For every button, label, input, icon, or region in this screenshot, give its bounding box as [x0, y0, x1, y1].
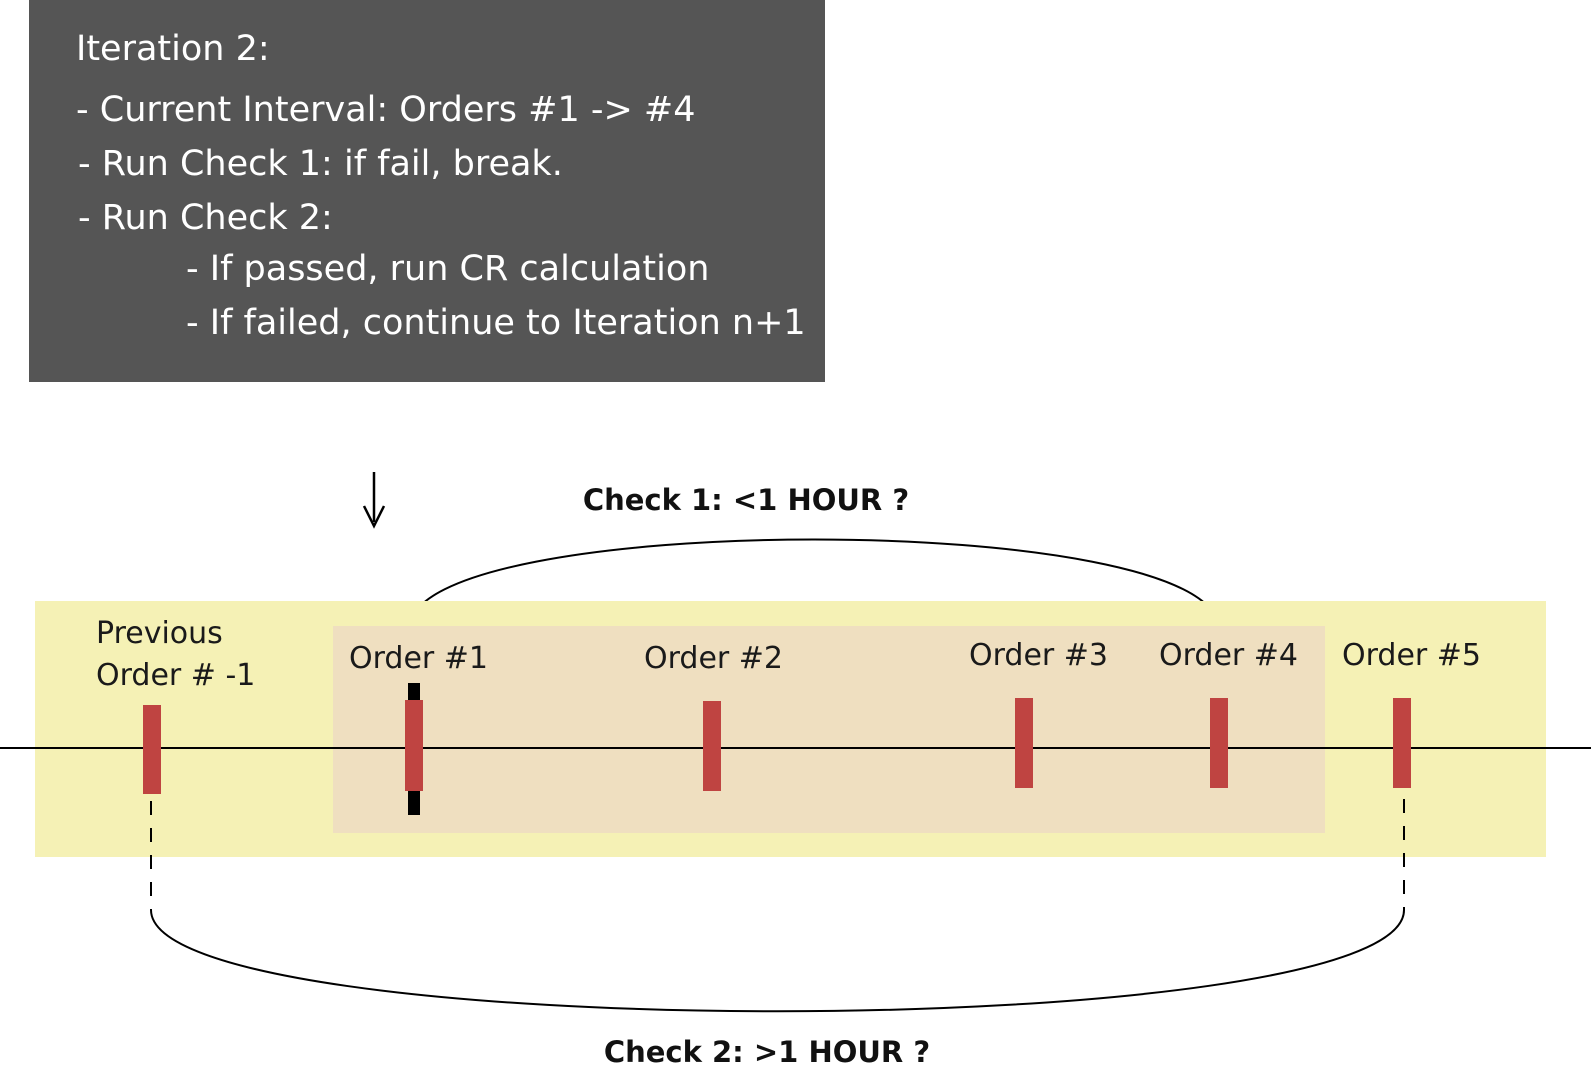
- order-1-label: Order #1: [349, 641, 488, 676]
- order-2-marker: [703, 701, 721, 791]
- check1-label: Check 1: <1 HOUR ?: [583, 483, 909, 517]
- info-panel-background: [29, 0, 825, 382]
- order-4-marker: [1210, 698, 1228, 788]
- check1-arc: [409, 538, 1219, 629]
- info-panel-line-failed: - If failed, continue to Iteration n+1: [186, 303, 806, 343]
- order-1-marker: [405, 700, 423, 791]
- info-panel-line-check2: - Run Check 2:: [78, 198, 333, 238]
- down-arrow-icon: [362, 472, 386, 529]
- order-2-label: Order #2: [644, 641, 783, 676]
- check2-arc: [150, 909, 1405, 1013]
- info-panel-line-passed: - If passed, run CR calculation: [186, 249, 709, 289]
- previous-order-marker: [143, 705, 161, 794]
- info-panel-line-check1: - Run Check 1: if fail, break.: [78, 144, 563, 184]
- previous-order-label-line1: Previous: [96, 616, 223, 651]
- order-5-label: Order #5: [1342, 638, 1481, 673]
- order-5-marker: [1393, 698, 1411, 788]
- check2-label: Check 2: >1 HOUR ?: [604, 1035, 930, 1068]
- info-panel-title: Iteration 2:: [76, 29, 270, 69]
- current-interval-band: [333, 626, 1325, 833]
- order-3-label: Order #3: [969, 638, 1108, 673]
- info-panel-line-interval: - Current Interval: Orders #1 -> #4: [76, 90, 696, 130]
- order-4-label: Order #4: [1159, 638, 1298, 673]
- order-3-marker: [1015, 698, 1033, 788]
- info-panel: Iteration 2: - Current Interval: Orders …: [29, 0, 825, 382]
- previous-order-label-line2: Order # -1: [96, 658, 255, 693]
